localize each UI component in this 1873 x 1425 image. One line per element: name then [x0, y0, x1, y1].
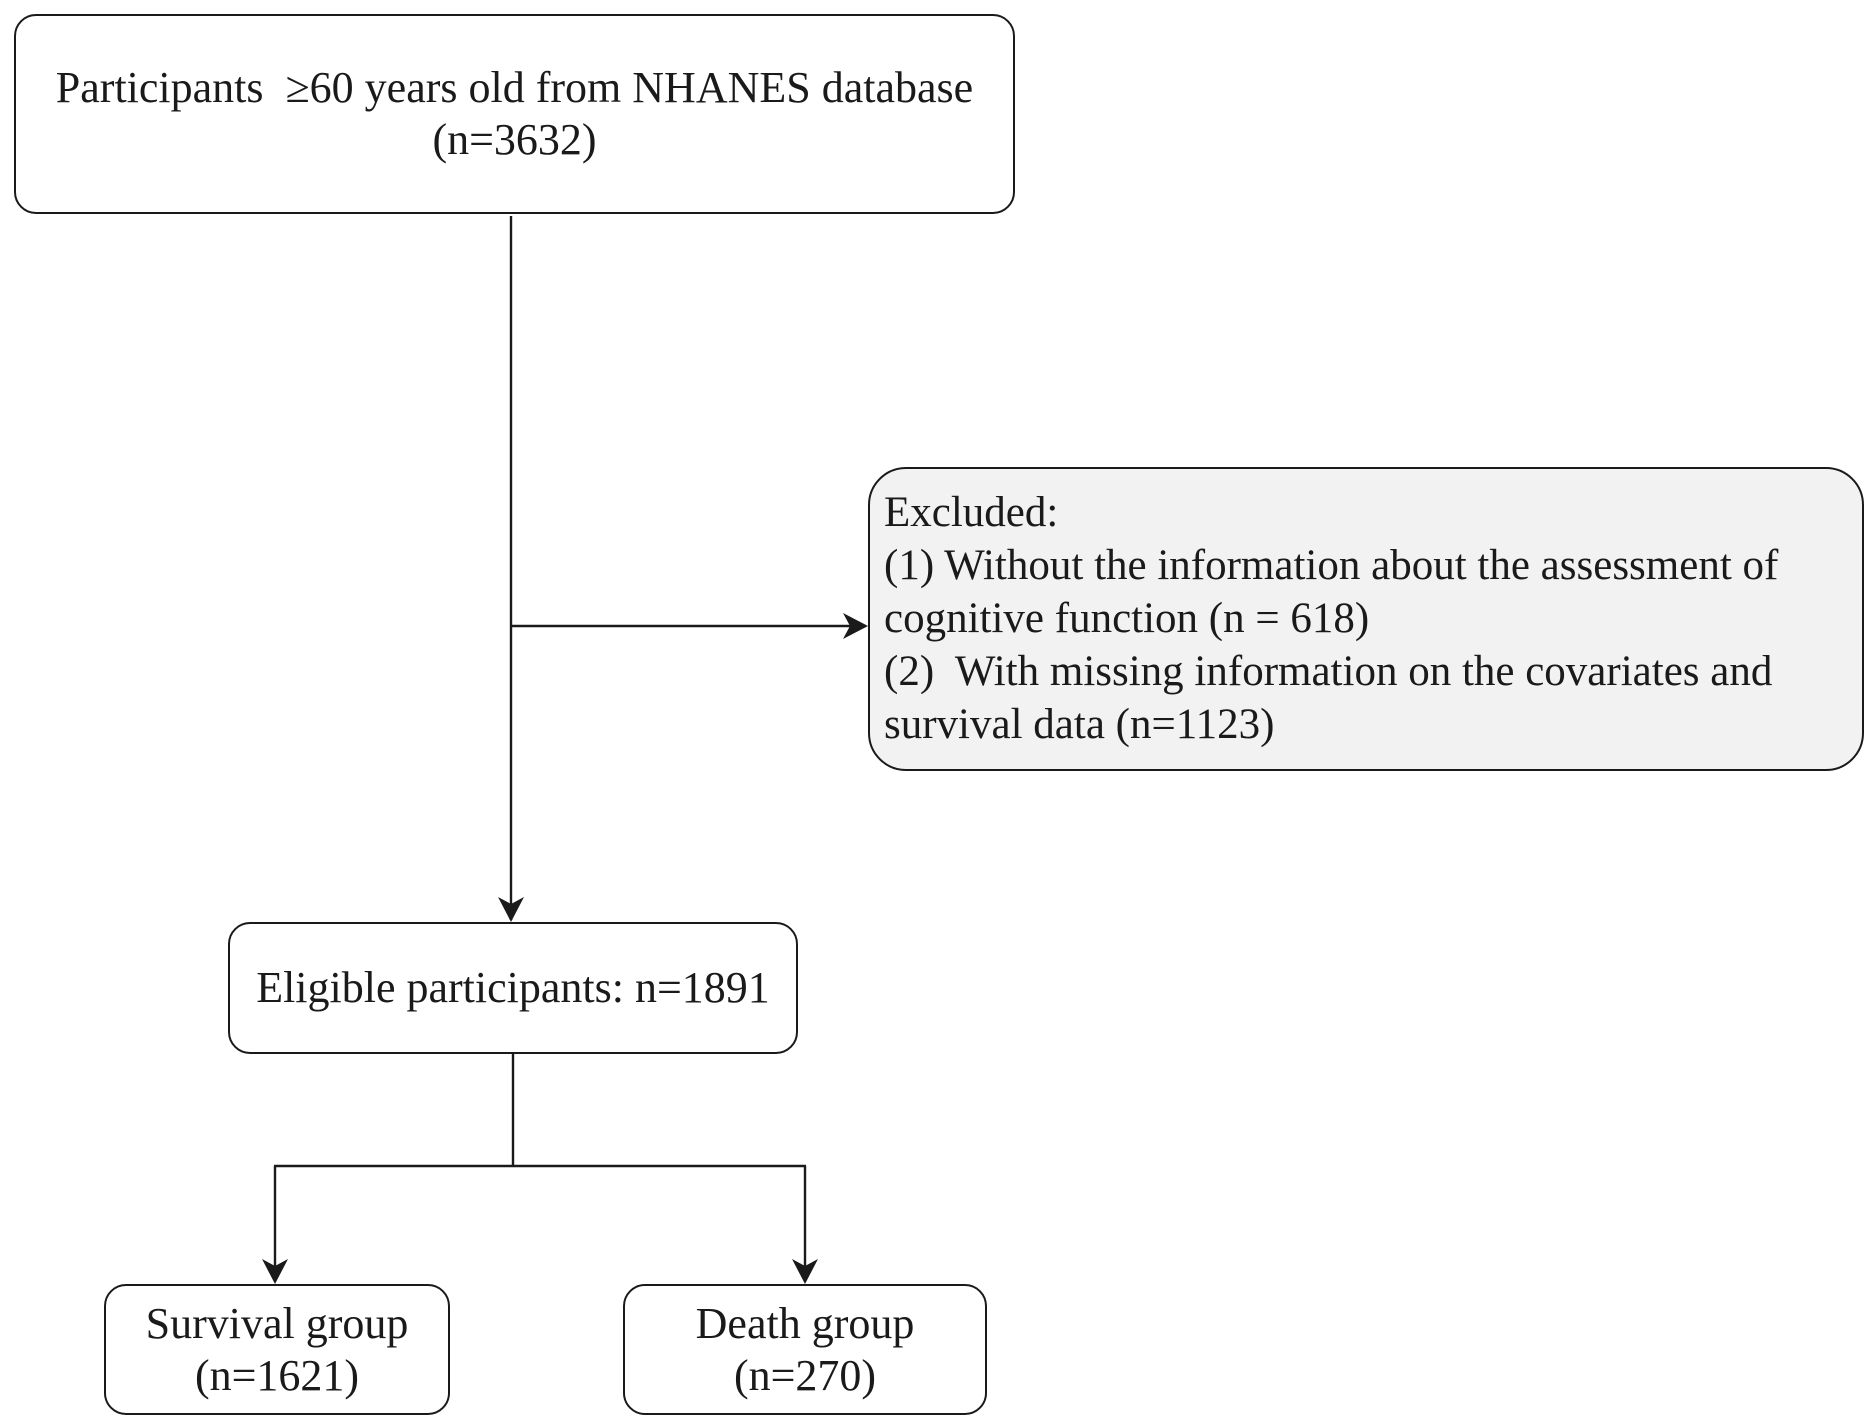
node-participants-title: Participants ≥60 years old from NHANES d… [55, 63, 974, 113]
excluded-line-2: cognitive function (n = 618) [884, 594, 1370, 642]
node-survival-group: Survival group (n=1621) [104, 1284, 450, 1415]
node-survival-title: Survival group [145, 1298, 409, 1348]
node-death-group: Death group (n=270) [623, 1284, 987, 1415]
node-eligible-label: Eligible participants: n=1891 [256, 963, 770, 1013]
excluded-line-4: survival data (n=1123) [884, 700, 1275, 748]
excluded-line-3: (2) With missing information on the cova… [884, 647, 1773, 695]
arrowhead-death [792, 1259, 818, 1284]
node-survival-count: (n=1621) [194, 1350, 360, 1400]
node-eligible: Eligible participants: n=1891 [228, 922, 798, 1054]
node-death-title: Death group [695, 1298, 915, 1348]
node-participants: Participants ≥60 years old from NHANES d… [14, 14, 1015, 214]
arrowhead-excluded [843, 613, 868, 639]
arrowhead-survival [262, 1259, 288, 1284]
excluded-line-1: (1) Without the information about the as… [884, 541, 1779, 589]
node-death-count: (n=270) [733, 1350, 877, 1400]
arrowhead-eligible [498, 897, 524, 922]
excluded-heading: Excluded: [884, 489, 1059, 536]
node-participants-count: (n=3632) [432, 115, 597, 164]
node-excluded: Excluded: (1) Without the information ab… [868, 467, 1864, 771]
